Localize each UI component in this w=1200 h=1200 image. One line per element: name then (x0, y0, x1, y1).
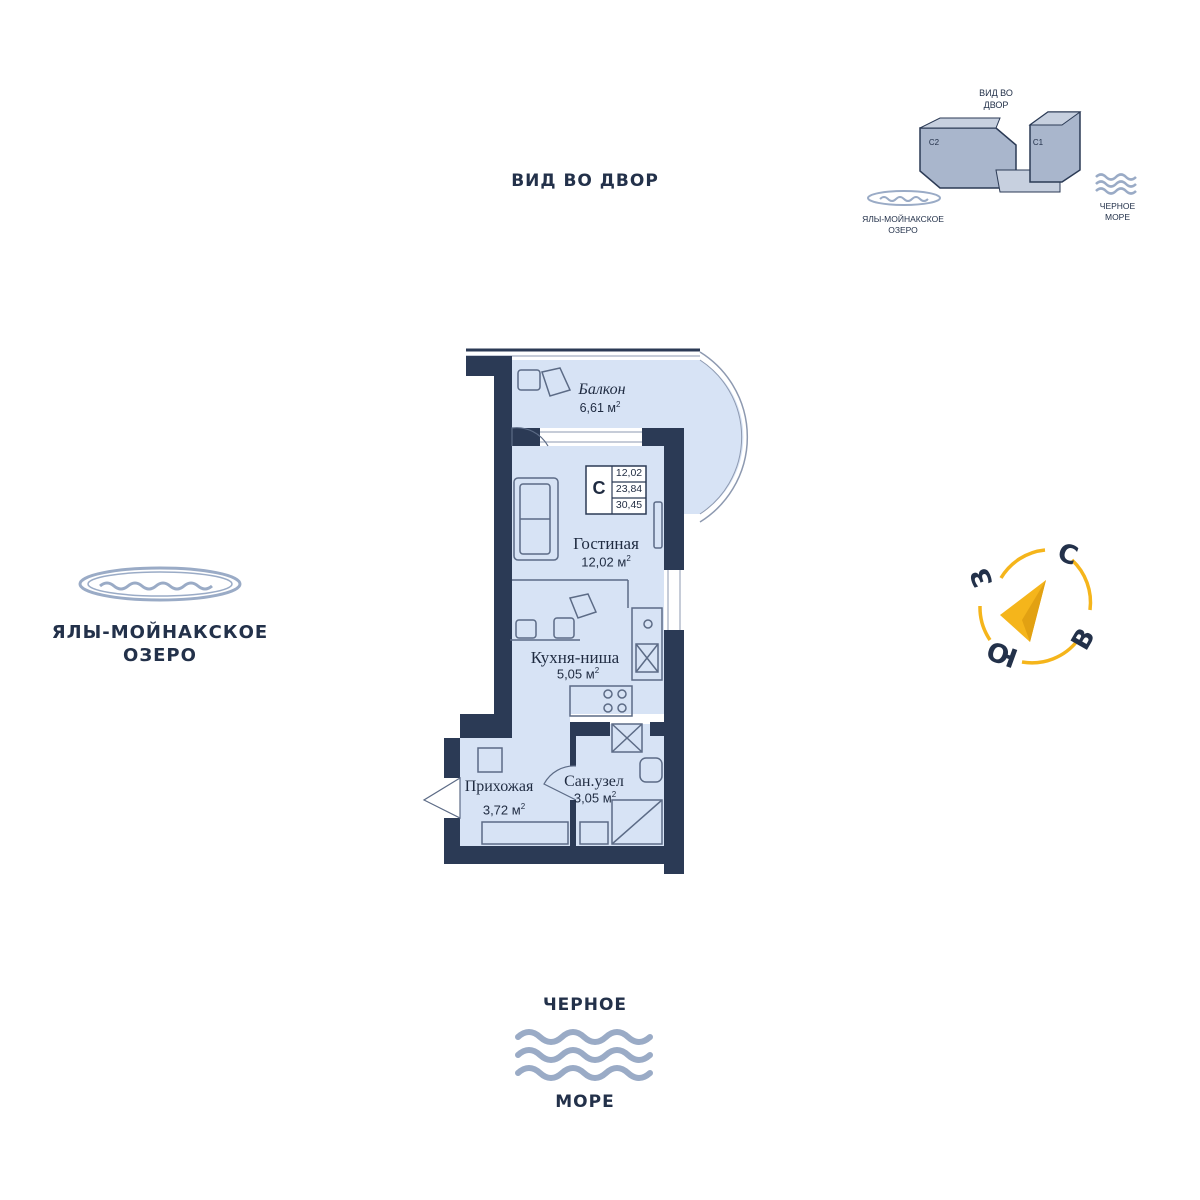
minimap-view-line1: ВИД ВО (979, 88, 1013, 98)
balcony-area-unit-sup: 2 (615, 400, 621, 409)
apartment-total-with-balcony: 30,45 (615, 499, 643, 511)
balcony-name: Балкон (578, 381, 626, 398)
balcony-area: 6,61 м2 (560, 400, 640, 415)
kitchen-area-unit-sup: 2 (594, 666, 600, 675)
view-label-top: ВИД ВО ДВОР (511, 171, 659, 191)
compass-west: З (964, 562, 1000, 592)
minimap-block-c2: С2 (928, 138, 940, 147)
balcony-area-value: 6,61 м (579, 401, 616, 416)
living-area: 12,02 м2 (556, 554, 656, 569)
hall-area-value: 3,72 м (482, 802, 521, 818)
minimap-block-c1: С1 (1032, 138, 1044, 147)
minimap-lake-line2: ОЗЕРО (888, 225, 918, 235)
minimap-sea-line2: МОРЕ (1104, 212, 1131, 222)
minimap-sea-line1: ЧЕРНОЕ (1099, 201, 1136, 211)
kitchen-area-value: 5,05 м (556, 666, 595, 682)
hall-area-unit-sup: 2 (520, 802, 526, 811)
minimap-view-line2: ДВОР (983, 100, 1009, 110)
bath-name: Сан.узел (564, 773, 624, 790)
bath-area: 3,05 м2 (558, 790, 632, 805)
compass-north: С (1053, 537, 1083, 573)
bath-area-unit-sup: 2 (611, 790, 617, 799)
compass-arrow-icon (1000, 580, 1046, 642)
apartment-living-area: 12,02 (615, 467, 643, 479)
apartment-total-area: 23,84 (615, 483, 643, 495)
living-area-value: 12,02 м (581, 554, 627, 570)
compass-east: В (1065, 622, 1103, 656)
living-area-unit-sup: 2 (626, 554, 631, 563)
lake-label-line1: ЯЛЫ-МОЙНАКСКОЕ (51, 622, 269, 643)
kitchen-area: 5,05 м2 (528, 666, 628, 681)
compass-south: Ю (982, 633, 1022, 673)
minimap-lake-line1: ЯЛЫ-МОЙНАКСКОЕ (862, 214, 944, 224)
hall-area: 3,72 м2 (464, 802, 544, 817)
sea-label-bottom: МОРЕ (555, 1092, 615, 1112)
hall-name: Прихожая (464, 778, 534, 795)
sea-label-top: ЧЕРНОЕ (542, 995, 628, 1015)
bath-area-value: 3,05 м (573, 790, 612, 806)
kitchen-name: Кухня-ниша (530, 648, 620, 667)
living-name: Гостиная (573, 534, 639, 553)
lake-label-line2: ОЗЕРО (123, 645, 197, 666)
apartment-type-letter: С (592, 478, 606, 498)
